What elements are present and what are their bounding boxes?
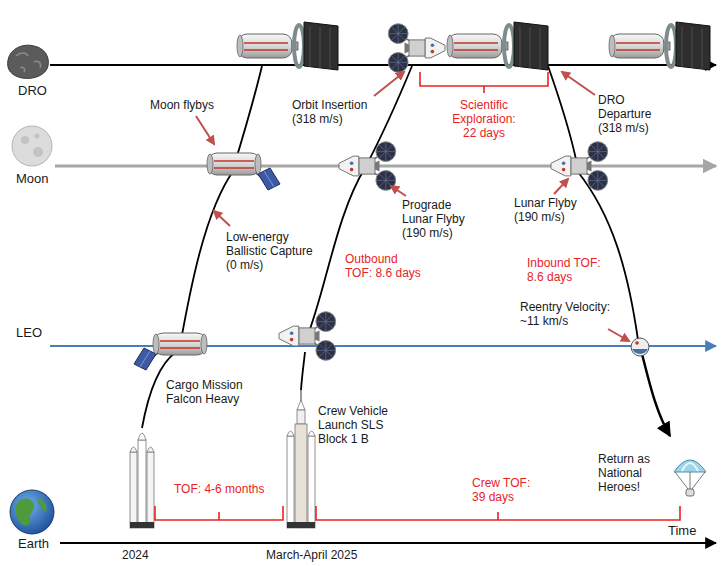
leader-arrow [214,211,230,226]
canopy-stripe [682,463,698,471]
time-axis [60,542,716,544]
cargo-trajectory [234,66,262,166]
moon-crater [33,147,43,157]
core-stage [138,440,146,528]
side-booster [147,452,154,528]
leader-arrow [554,179,568,194]
callout-text: Low-energy Ballistic Capture (0 m/s) [226,230,314,272]
orbit-name: Moon [16,172,66,186]
callout-text: Orbit Insertion (318 m/s) [292,98,382,126]
duration-label: Inbound TOF: 8.6 days [527,256,607,284]
leader-arrow [374,72,404,96]
capsule-mark [635,341,639,345]
habitat-dro [237,22,338,70]
duration-label: TOF: 4-6 months [174,482,284,496]
orbit-name: DRO [18,84,58,98]
habitat-dro-after [609,22,710,70]
moon-track [55,165,716,168]
axis-label: Time [668,524,708,538]
orion-leo [279,312,336,361]
callout-text: DRO Departure (318 m/s) [598,93,660,135]
leader-arrow [562,72,595,95]
moon-crater [21,136,29,144]
asteroid-icon [8,45,49,78]
leader-arrow [196,116,214,144]
leo-track [50,345,716,347]
duration-label: Crew TOF: 39 days [472,476,542,504]
date-label: March-April 2025 [266,548,376,562]
leader-arrow [608,329,629,341]
duration-label: Outbound TOF: 8.6 days [345,252,425,280]
crew-trajectory [548,66,577,164]
side-booster [130,452,137,528]
upper-stage [297,410,305,424]
earth-land [16,498,35,525]
booster-nose [130,447,137,452]
solid-booster [287,436,294,528]
reentry-capsule [631,338,649,356]
parachute-line [675,472,705,489]
crew-trajectory [301,352,305,390]
capsule [686,489,694,496]
callout-text: Lunar Flyby (190 m/s) [514,196,580,224]
engine-section [130,522,154,528]
dro-track [50,64,716,66]
parachute-canopy [674,460,706,472]
engine-section [287,522,315,528]
core-stage [295,424,307,528]
orion-outbound-flyby [339,142,396,191]
parachute-icon [674,460,706,496]
habitat-dro-docked [447,22,548,70]
callout-text: Reentry Velocity: ~11 km/s [520,300,620,328]
sls-rocket [287,390,315,528]
habitat-moon-flyby [207,153,280,190]
cargo-trajectory [180,170,234,346]
crew-capsule [297,400,305,410]
date-label: 2024 [122,548,162,562]
duration-bracket [155,506,283,520]
callout-text: Cargo Mission Falcon Heavy [166,378,256,406]
habitat-leo [134,333,207,370]
moon-icon [12,126,52,166]
duration-bracket [316,506,680,520]
capsule-heatshield [632,349,648,354]
return-arrow [642,354,670,436]
solid-booster [308,436,315,528]
callout-text: Moon flybys [150,98,230,112]
booster-nose [147,447,154,452]
booster-nose [308,431,315,436]
moon-crater [35,134,40,139]
callout-text: Prograde Lunar Flyby (190 m/s) [402,198,472,240]
falcon-heavy-rocket [130,433,154,528]
orion-docked [388,24,445,73]
asteroid-texture [16,53,41,72]
orbit-name: LEO [16,326,56,340]
payload-fairing [138,433,146,440]
leader-arrow [391,186,406,196]
orbit-name: Earth [18,537,68,551]
booster-nose [287,431,294,436]
callout-text: Crew Vehicle Launch SLS Block 1 B [318,404,398,446]
orion-inbound-flyby [551,142,608,191]
note-text: Return as National Heroes! [598,452,668,494]
earth-land [38,498,47,512]
earth-icon [10,490,54,534]
duration-bracket [420,72,548,93]
duration-label: Scientific Exploration: 22 days [444,98,524,140]
